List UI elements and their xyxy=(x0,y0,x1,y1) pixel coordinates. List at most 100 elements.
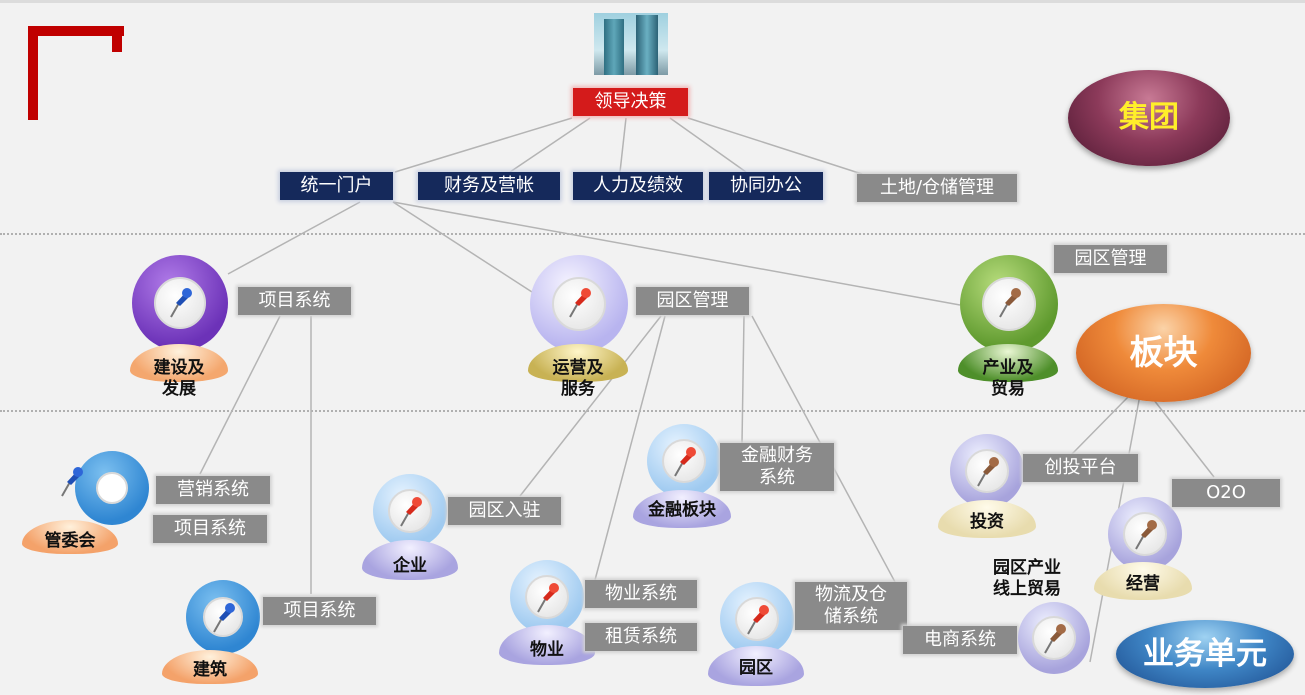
pushpin-icon xyxy=(1044,624,1066,654)
pushpin-icon xyxy=(61,467,83,497)
level-sector-oval: 板块 xyxy=(1076,304,1251,402)
manage-dome xyxy=(1094,562,1192,600)
connector-sector-o2o xyxy=(1149,394,1215,478)
system-hr[interactable]: 人力及绩效 xyxy=(573,172,703,200)
connector-operation-finance xyxy=(741,315,745,444)
unit-manage-name: 经营 xyxy=(1126,574,1160,594)
corner-bracket-tail xyxy=(112,26,122,52)
finance-ring xyxy=(647,424,721,498)
unit-finance-system[interactable]: 金融财务 系统 xyxy=(720,443,834,491)
pushpin-icon xyxy=(999,288,1021,318)
tower-right xyxy=(636,15,658,75)
property-ring-center xyxy=(525,575,569,619)
level-divider-top xyxy=(0,233,1305,235)
invest-dome xyxy=(938,500,1036,538)
unit-enterprise-system[interactable]: 园区入驻 xyxy=(448,497,561,525)
unit-property-name: 物业 xyxy=(530,640,564,660)
operation-ring-center xyxy=(552,277,606,331)
unit-park-system-2[interactable]: 电商系统 xyxy=(903,626,1017,654)
pushpin-icon xyxy=(569,288,591,318)
committee-ring xyxy=(75,451,149,525)
sector-operation-name: 运营及 服务 xyxy=(552,358,604,399)
unit-invest-name: 投资 xyxy=(970,512,1004,532)
industry-ring xyxy=(960,255,1058,353)
connector-decision-office xyxy=(669,117,747,173)
unit-committee-system-2[interactable]: 项目系统 xyxy=(153,515,267,543)
decision-box[interactable]: 领导决策 xyxy=(573,88,688,116)
pushpin-icon xyxy=(747,605,769,635)
connector-portal-operation xyxy=(392,201,533,293)
property-ring xyxy=(510,560,584,634)
industry-ring-center xyxy=(982,277,1036,331)
connector-operation-enterprise xyxy=(519,315,662,497)
system-office[interactable]: 协同办公 xyxy=(709,172,823,200)
finance-dome xyxy=(633,490,731,528)
connector-decision-finance xyxy=(509,117,591,173)
online-ring xyxy=(1018,602,1090,674)
invest-ring xyxy=(950,434,1024,508)
sector-industry-system[interactable]: 园区管理 xyxy=(1054,245,1167,273)
operation-dome xyxy=(528,344,628,382)
unit-invest-system[interactable]: 创投平台 xyxy=(1023,454,1138,482)
unit-property-system-1[interactable]: 物业系统 xyxy=(585,580,697,608)
pushpin-icon xyxy=(400,497,422,527)
unit-finance-name: 金融板块 xyxy=(648,500,716,520)
manage-ring xyxy=(1108,497,1182,571)
construction-dome xyxy=(130,344,228,382)
property-dome xyxy=(499,625,595,665)
connector-portal-industry xyxy=(392,201,961,306)
committee-ring-center xyxy=(96,472,128,504)
unit-park-name: 园区 xyxy=(739,658,773,678)
enterprise-dome xyxy=(362,540,458,580)
industry-dome xyxy=(958,344,1058,382)
connector-decision-hr xyxy=(619,117,627,173)
connector-decision-portal xyxy=(394,117,573,173)
pushpin-icon xyxy=(674,447,696,477)
manage-ring-center xyxy=(1123,512,1167,556)
tower-left xyxy=(604,19,624,75)
connector-portal-construction xyxy=(227,201,361,275)
park-dome xyxy=(708,646,804,686)
pushpin-icon xyxy=(1135,520,1157,550)
level-sector-label: 板块 xyxy=(1129,333,1198,373)
unit-build-system[interactable]: 项目系统 xyxy=(263,597,376,625)
building-image xyxy=(594,13,668,75)
pushpin-icon xyxy=(170,288,192,318)
sector-construction-name: 建设及 发展 xyxy=(153,358,205,399)
unit-online-name: 园区产业 线上贸易 xyxy=(993,558,1061,599)
connector-construction-committee xyxy=(199,315,281,475)
unit-park-system-1[interactable]: 物流及仓 储系统 xyxy=(795,582,907,630)
park-ring xyxy=(720,582,794,656)
pushpin-icon xyxy=(537,583,559,613)
build-ring xyxy=(186,580,260,654)
connector-sector-invest xyxy=(1071,394,1131,455)
pushpin-icon xyxy=(213,603,235,633)
system-portal[interactable]: 统一门户 xyxy=(280,172,393,200)
unit-manage-system[interactable]: O2O xyxy=(1172,479,1280,507)
top-border xyxy=(0,0,1305,3)
pushpin-icon xyxy=(977,457,999,487)
committee-dome xyxy=(22,520,118,554)
level-unit-oval: 业务单元 xyxy=(1116,620,1294,688)
corner-bracket-decoration xyxy=(28,26,124,120)
connector-operation-property xyxy=(594,315,666,581)
unit-property-system-2[interactable]: 租赁系统 xyxy=(585,623,697,651)
unit-committee-system-1[interactable]: 营销系统 xyxy=(156,476,270,504)
system-land[interactable]: 土地/仓储管理 xyxy=(857,174,1017,202)
construction-ring xyxy=(132,255,228,351)
level-group-label: 集团 xyxy=(1119,100,1179,135)
sector-industry-name: 产业及 贸易 xyxy=(982,358,1034,399)
operation-ring xyxy=(530,255,628,353)
enterprise-ring xyxy=(373,474,447,548)
unit-enterprise-name: 企业 xyxy=(393,556,427,576)
connector-decision-land xyxy=(687,117,863,175)
build-dome xyxy=(162,650,258,684)
system-finance[interactable]: 财务及营帐 xyxy=(418,172,560,200)
level-group-oval: 集团 xyxy=(1068,70,1230,166)
level-divider-bottom xyxy=(0,410,1305,412)
unit-committee-name: 管委会 xyxy=(44,531,96,551)
sector-construction-system[interactable]: 项目系统 xyxy=(238,287,351,315)
unit-build-name: 建筑 xyxy=(193,660,227,680)
sector-operation-system[interactable]: 园区管理 xyxy=(636,287,749,315)
